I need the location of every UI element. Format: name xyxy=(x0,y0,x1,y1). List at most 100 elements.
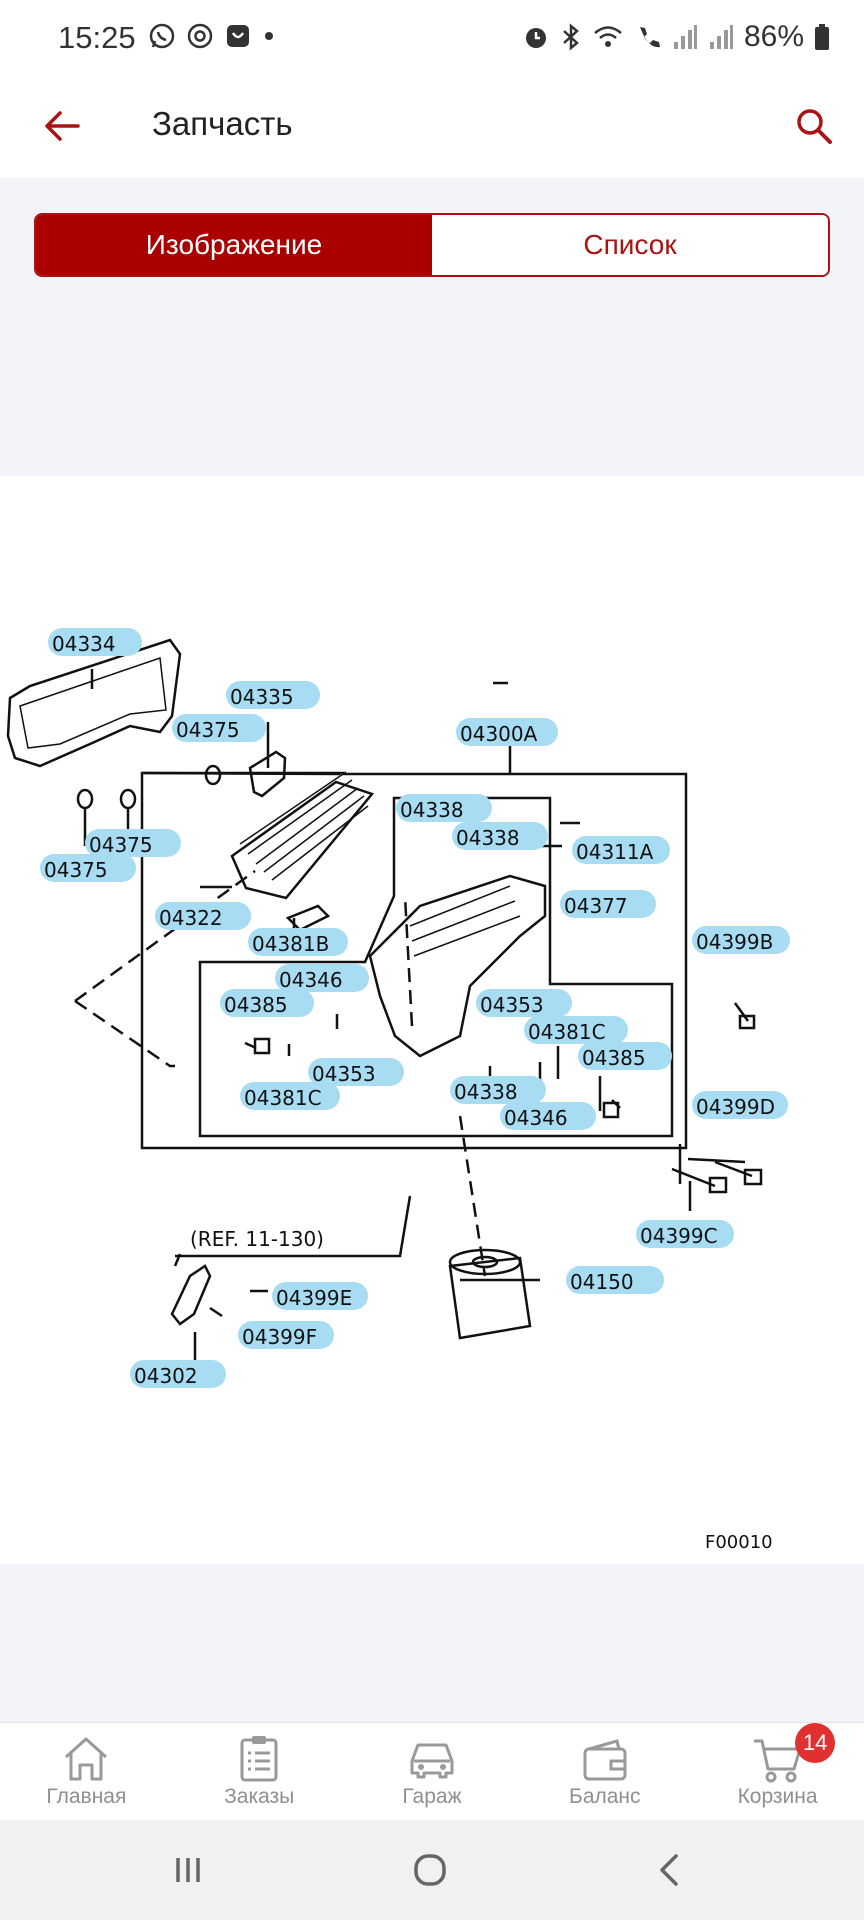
nav-label-home: Главная xyxy=(46,1785,127,1808)
part-label-04334-pill xyxy=(48,628,142,656)
part-label-04335-pill xyxy=(226,681,320,709)
part-label-04377[interactable]: 04377 xyxy=(564,894,628,918)
part-label-04375-pill xyxy=(40,854,136,882)
part-label-04150-pill xyxy=(566,1266,664,1294)
part-label-04381B[interactable]: 04381B xyxy=(252,932,329,956)
part-label-04399C[interactable]: 04399C xyxy=(640,1224,718,1248)
content-footer-area xyxy=(0,1564,864,1722)
part-label-04302-pill xyxy=(130,1360,226,1388)
nav-item-balance[interactable]: Баланс xyxy=(518,1723,691,1821)
at-sign-icon xyxy=(187,23,213,49)
part-label-04375[interactable]: 04375 xyxy=(44,858,108,882)
part-label-04334[interactable]: 04334 xyxy=(52,632,116,656)
home-system-button[interactable] xyxy=(400,1842,460,1898)
part-label-04150[interactable]: 04150 xyxy=(570,1270,634,1294)
tab-list[interactable]: Список xyxy=(432,215,828,275)
part-labels: 04334 04335 04375 04300A 04375 04375 043… xyxy=(40,628,790,1553)
nav-label-balance: Баланс xyxy=(569,1785,641,1808)
wifi-icon xyxy=(594,26,622,47)
bottom-navigation: Главная Заказы Гараж Баланс Корзина 14 xyxy=(0,1722,864,1821)
nav-label-garage: Гараж xyxy=(402,1785,462,1808)
parts-diagram: 04334 04335 04375 04300A 04375 04375 043… xyxy=(0,476,864,1564)
part-label-04399D-pill xyxy=(692,1091,788,1119)
signal-icon xyxy=(673,25,697,49)
part-label-04346[interactable]: 04346 xyxy=(504,1106,568,1130)
exploded-parts-drawing: 04334 04335 04375 04300A 04375 04375 043… xyxy=(6,628,790,1553)
view-toggle-panel: Изображение Список xyxy=(0,178,864,476)
home-circle-icon xyxy=(414,1854,446,1886)
part-label-04385[interactable]: 04385 xyxy=(582,1046,646,1070)
part-label-04399E-pill xyxy=(272,1282,368,1310)
nav-item-home[interactable]: Главная xyxy=(0,1723,173,1821)
app-bar: Запчасть xyxy=(0,78,864,178)
part-label-04399F-pill xyxy=(238,1321,334,1349)
part-label-04338-pill xyxy=(396,794,492,822)
part-label-04381C[interactable]: 04381C xyxy=(244,1086,322,1110)
part-label-04381C-pill xyxy=(240,1082,340,1110)
part-label-04300A[interactable]: 04300A xyxy=(460,722,538,746)
home-icon xyxy=(65,1737,108,1781)
part-label-04302[interactable]: 04302 xyxy=(134,1364,198,1388)
search-button[interactable] xyxy=(786,98,842,154)
chevron-left-icon xyxy=(660,1854,678,1886)
part-label-04381C[interactable]: 04381C xyxy=(528,1020,606,1044)
whatsapp-icon xyxy=(149,23,175,49)
status-system-icons: 86% xyxy=(522,20,830,54)
part-label-04375[interactable]: 04375 xyxy=(89,833,153,857)
status-time: 15:25 xyxy=(58,20,136,55)
part-label-04300A-pill xyxy=(456,718,558,746)
tab-image[interactable]: Изображение xyxy=(36,215,432,275)
part-label-04399B[interactable]: 04399B xyxy=(696,930,773,954)
shop-icon xyxy=(227,25,249,47)
nav-label-orders: Заказы xyxy=(224,1785,295,1808)
nav-item-orders[interactable]: Заказы xyxy=(173,1723,346,1821)
nav-label-cart: Корзина xyxy=(737,1785,818,1808)
part-label-04375[interactable]: 04375 xyxy=(176,718,240,742)
part-label-04353-pill xyxy=(476,989,572,1017)
cart-count-badge: 14 xyxy=(795,1723,836,1763)
part-label-04399D[interactable]: 04399D xyxy=(696,1095,775,1119)
part-label-04399B-pill xyxy=(692,926,790,954)
part-label-04346-pill xyxy=(275,964,369,992)
part-label-04338[interactable]: 04338 xyxy=(454,1080,518,1104)
part-label-04353-pill xyxy=(308,1058,404,1086)
part-label-04335[interactable]: 04335 xyxy=(230,685,294,709)
dot-icon xyxy=(265,32,273,40)
ref-note: (REF. 11-130) xyxy=(190,1227,324,1251)
diagram-code: F00010 xyxy=(705,1532,773,1553)
battery-percent: 86% xyxy=(743,20,804,53)
part-label-04346[interactable]: 04346 xyxy=(279,968,343,992)
call-icon xyxy=(639,27,660,48)
recent-apps-icon xyxy=(176,1858,200,1882)
part-label-04377-pill xyxy=(560,890,656,918)
nav-item-cart[interactable]: Корзина 14 xyxy=(691,1723,864,1821)
part-label-04338[interactable]: 04338 xyxy=(400,798,464,822)
part-label-04381B-pill xyxy=(248,928,348,956)
part-label-04346-pill xyxy=(500,1102,596,1130)
back-system-button[interactable] xyxy=(640,1842,700,1898)
wallet-icon xyxy=(583,1739,627,1781)
part-label-04353[interactable]: 04353 xyxy=(480,993,544,1017)
battery-icon xyxy=(815,24,829,50)
cart-icon xyxy=(753,1739,802,1783)
part-label-04338[interactable]: 04338 xyxy=(456,826,520,850)
part-label-04381C-pill xyxy=(524,1016,628,1044)
part-label-04385-pill xyxy=(578,1042,672,1070)
part-label-04399E[interactable]: 04399E xyxy=(276,1286,352,1310)
part-label-04385[interactable]: 04385 xyxy=(224,993,288,1017)
part-label-04338-pill xyxy=(452,822,548,850)
system-navigation-bar xyxy=(0,1820,864,1920)
alarm-icon xyxy=(525,28,546,48)
recent-apps-button[interactable] xyxy=(158,1842,218,1898)
part-label-04385-pill xyxy=(220,989,314,1017)
part-label-04322[interactable]: 04322 xyxy=(159,906,223,930)
bluetooth-icon xyxy=(563,23,579,51)
part-label-04311A[interactable]: 04311A xyxy=(576,840,654,864)
part-label-04322-pill xyxy=(155,902,251,930)
car-icon xyxy=(410,1743,454,1779)
signal-icon xyxy=(709,25,733,49)
back-button[interactable] xyxy=(34,98,90,154)
part-label-04399F[interactable]: 04399F xyxy=(242,1325,317,1349)
status-notification-icons xyxy=(148,22,276,50)
nav-item-garage[interactable]: Гараж xyxy=(346,1723,519,1821)
